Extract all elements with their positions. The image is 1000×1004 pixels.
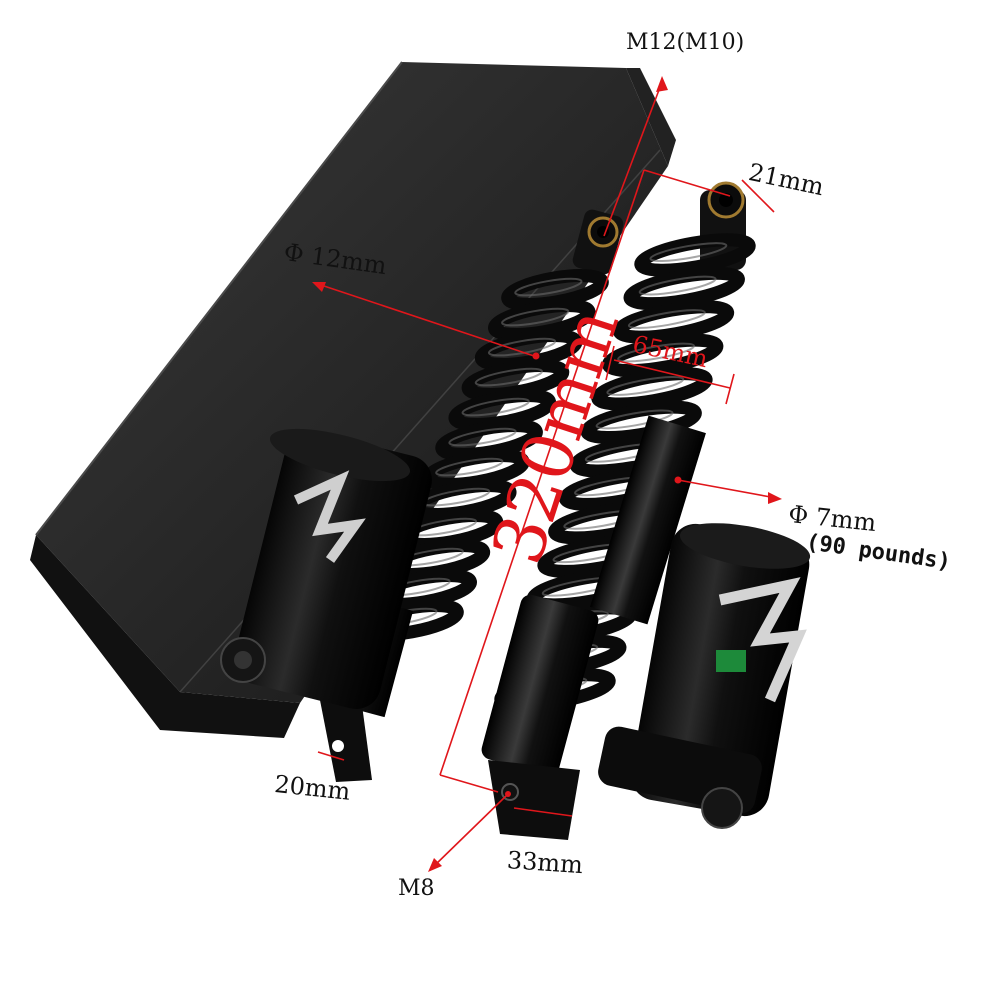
spring-coil-highlight xyxy=(501,307,570,327)
spring-coil-highlight xyxy=(595,409,674,430)
spring-coil-highlight xyxy=(627,309,706,329)
spring-coil xyxy=(601,333,724,378)
spring-coil xyxy=(623,266,745,311)
spring-coil xyxy=(591,367,713,411)
spring-coil-highlight xyxy=(514,277,583,297)
spring-coil-highlight xyxy=(606,376,685,396)
spring-coil-highlight xyxy=(461,397,530,417)
right-shock-absorber xyxy=(481,181,811,840)
spring-coil xyxy=(634,233,756,277)
spring-coil-highlight xyxy=(649,242,728,263)
bottom-thread-label: M8 xyxy=(398,876,435,901)
left-shock-absorber xyxy=(220,209,624,782)
spring-coil-highlight xyxy=(638,275,717,296)
dimension-lines xyxy=(312,76,782,872)
top-thread-label: M12(M10) xyxy=(626,30,745,55)
clevis-width-label: 33mm xyxy=(506,846,584,880)
spring-coil-highlight xyxy=(617,342,696,363)
spring-coil xyxy=(612,300,735,344)
spring-coil-highlight xyxy=(435,457,504,477)
spring-coil-highlight xyxy=(448,427,517,447)
spring-coil-highlight xyxy=(474,367,543,387)
